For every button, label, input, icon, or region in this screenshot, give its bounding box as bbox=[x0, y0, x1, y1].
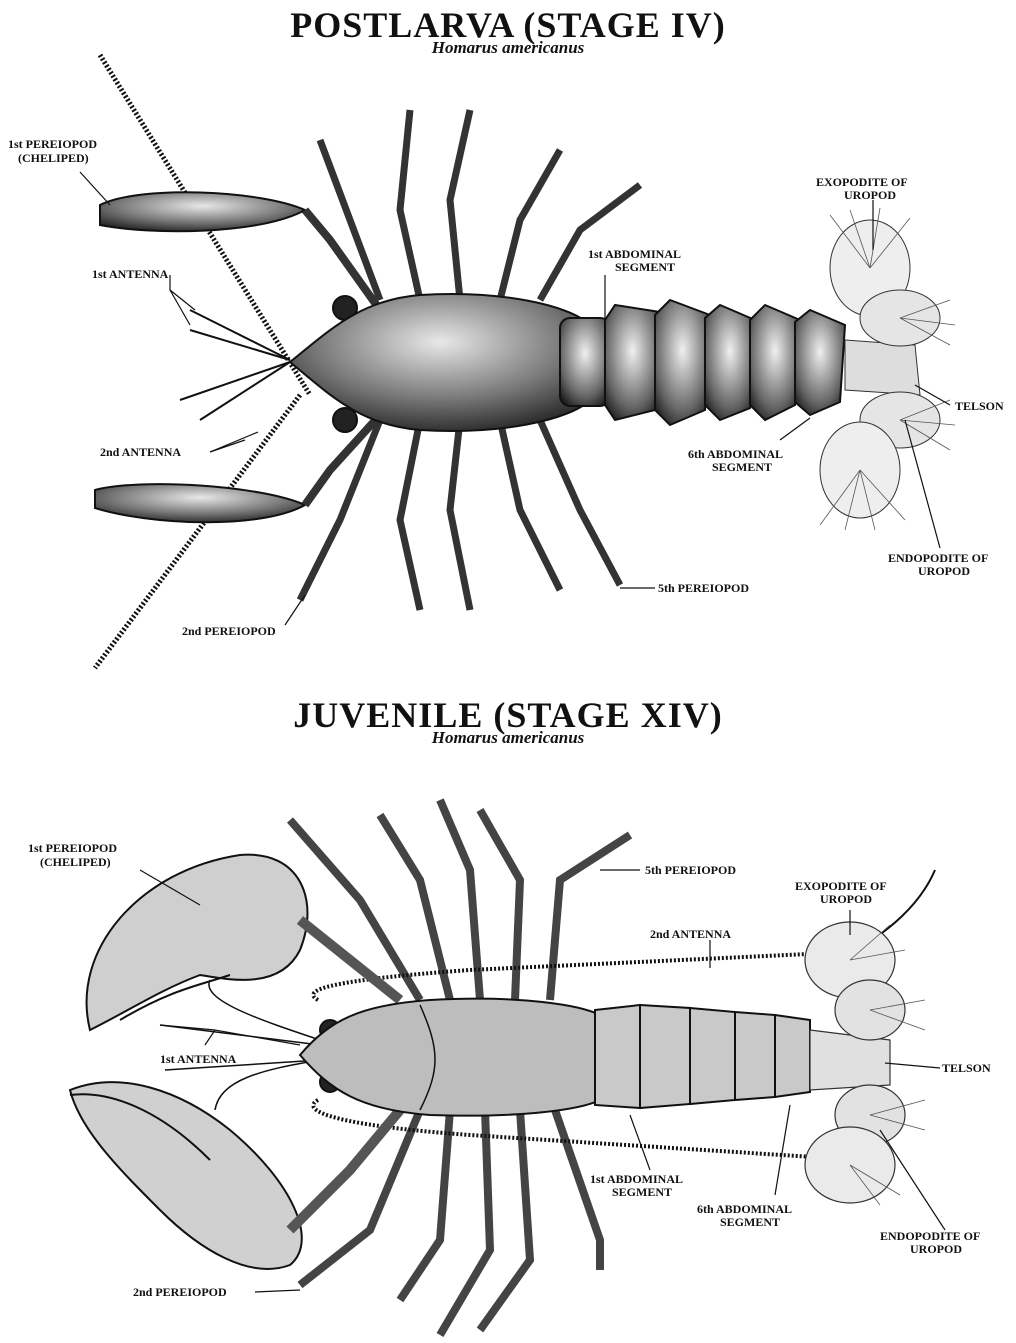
label-juv-cheliped-line2: (CHELIPED) bbox=[40, 855, 111, 869]
label-juv-endopodite-line1: ENDOPODITE OF bbox=[880, 1229, 980, 1243]
label-juv-exopodite-line2: UROPOD bbox=[820, 892, 872, 906]
juvenile-antenna1 bbox=[160, 980, 320, 1110]
juvenile-abdomen bbox=[595, 1005, 810, 1108]
label-juv-2nd-pereiopod: 2nd PEREIOPOD bbox=[133, 1285, 227, 1299]
label-juv-2nd-antenna: 2nd ANTENNA bbox=[650, 927, 731, 941]
juvenile-tail-fan bbox=[805, 922, 905, 1203]
label-juv-cheliped-line1: 1st PEREIOPOD bbox=[28, 841, 117, 855]
juvenile-carapace bbox=[300, 999, 600, 1116]
juvenile-cheliped-upper bbox=[87, 855, 400, 1030]
label-juv-6th-abdominal-line2: SEGMENT bbox=[720, 1215, 780, 1229]
label-juv-5th-pereiopod: 5th PEREIOPOD bbox=[645, 863, 736, 877]
label-juv-endopodite-line2: UROPOD bbox=[910, 1242, 962, 1256]
label-juv-1st-antenna: 1st ANTENNA bbox=[160, 1052, 237, 1066]
label-juv-6th-abdominal-line1: 6th ABDOMINAL bbox=[697, 1202, 792, 1216]
juvenile-legs-lower bbox=[300, 1110, 600, 1335]
label-juv-exopodite-line1: EXOPODITE OF bbox=[795, 879, 887, 893]
juvenile-legs-upper bbox=[290, 800, 630, 1000]
label-juv-1st-abdominal-line1: 1st ABDOMINAL bbox=[590, 1172, 683, 1186]
label-juv-telson: TELSON bbox=[942, 1061, 991, 1075]
label-juv-1st-abdominal-line2: SEGMENT bbox=[612, 1185, 672, 1199]
